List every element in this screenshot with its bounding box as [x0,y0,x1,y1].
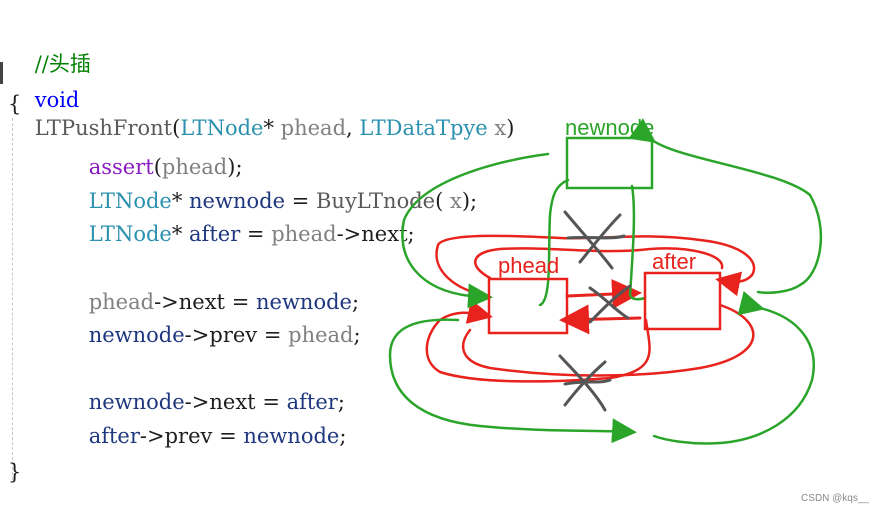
type-name: LTNode [88,222,172,246]
green-bottom-left [388,318,637,444]
red-bottom-loop [425,299,651,383]
red-bottom-loop-2 [461,303,755,377]
label-newnode: newnode [565,115,654,140]
after-box [643,271,722,331]
param-x: x [494,116,507,140]
code-line-assert: assert(phead); [62,125,243,209]
arrow-op: -> [139,424,165,448]
semicolon: ; [339,424,347,448]
cross-top [563,210,626,270]
watermark: CSDN @kqs__ [801,493,869,504]
open-brace: { [8,92,22,116]
var-phead: phead [88,290,155,314]
paren-open: ( [172,116,181,140]
green-right-outer [628,118,823,294]
pointer-star: * [171,222,183,246]
fold-marker[interactable] [0,62,3,84]
equals: = [291,189,310,213]
label-phead: phead [498,253,559,278]
green-left-outer [401,152,550,309]
pointer-star: * [171,189,183,213]
phead-box [487,277,569,335]
label-after: after [652,249,696,274]
paren-semi: ); [227,155,243,179]
type-name: LTNode [88,189,172,213]
code-line-newnode: LTNode* newnode = BuyLTnode( x); [62,159,477,243]
var-newnode: newnode [243,424,340,448]
member: prev [209,323,258,347]
equals: = [246,222,265,246]
arrow-op: -> [336,222,362,246]
semicolon: ; [353,323,361,347]
cross-bottom [558,354,612,412]
var-after: after [88,424,140,448]
code-line-6: newnode->next = after; [62,360,345,444]
red-arrow-right [565,279,642,310]
assert-macro: assert [88,155,154,179]
green-phead-to-newnode [538,178,570,307]
paren-semi: ); [461,189,478,213]
param-type-2: LTDataTpye [359,116,488,140]
param-phead: phead [280,116,347,140]
var-after: after [189,222,241,246]
var-newnode: newnode [88,390,185,414]
var-after: after [286,390,338,414]
paren: ( [435,189,444,213]
close-brace: } [8,460,22,484]
arrow-op: -> [184,323,210,347]
var-newnode: newnode [189,189,285,213]
green-newnode-to-after [628,184,647,301]
old-links-red [425,234,756,383]
red-top-loop-2 [474,247,724,280]
code-line-4: phead->next = newnode; [62,260,359,344]
arg-x: x [449,189,462,213]
comment-line: //头插 [8,22,91,106]
code-line-after: LTNode* after = phead->next; [62,192,415,276]
var-newnode: newnode [88,323,185,347]
new-links-green [388,118,823,445]
semicolon: ; [351,290,360,314]
var-phead: phead [288,323,354,347]
function-name: LTPushFront [34,116,173,140]
equals: = [262,390,280,414]
arrow-op: -> [154,290,179,314]
param-type: LTNode [180,116,264,140]
newnode-box [565,136,654,190]
member: next [361,222,408,246]
equals: = [263,323,282,347]
member: prev [164,424,213,448]
equals: = [219,424,237,448]
indent-guide [12,118,13,480]
paren-close: ) [506,116,515,140]
cross-marks [558,210,632,412]
cross-middle [588,284,632,324]
arrow-op: -> [184,390,210,414]
semicolon: ; [407,222,415,246]
fn-buy: BuyLTnode [315,189,436,213]
green-bottom-right [652,291,815,445]
pointer-star: * [263,116,274,140]
semicolon: ; [337,390,345,414]
comma: , [346,116,353,140]
member: next [178,290,226,314]
code-line-5: newnode->prev = phead; [62,293,361,377]
function-signature: void LTPushFront(LTNode* phead, LTDataTp… [8,58,515,170]
equals: = [231,290,250,314]
paren: ( [153,155,162,179]
assert-arg: phead [161,155,228,179]
code-line-7: after->prev = newnode; [62,394,347,478]
comment-text: //头插 [34,52,91,76]
var-newnode: newnode [256,290,352,314]
return-type: void [34,88,80,112]
member: next [209,390,256,414]
var-phead: phead [271,222,337,246]
